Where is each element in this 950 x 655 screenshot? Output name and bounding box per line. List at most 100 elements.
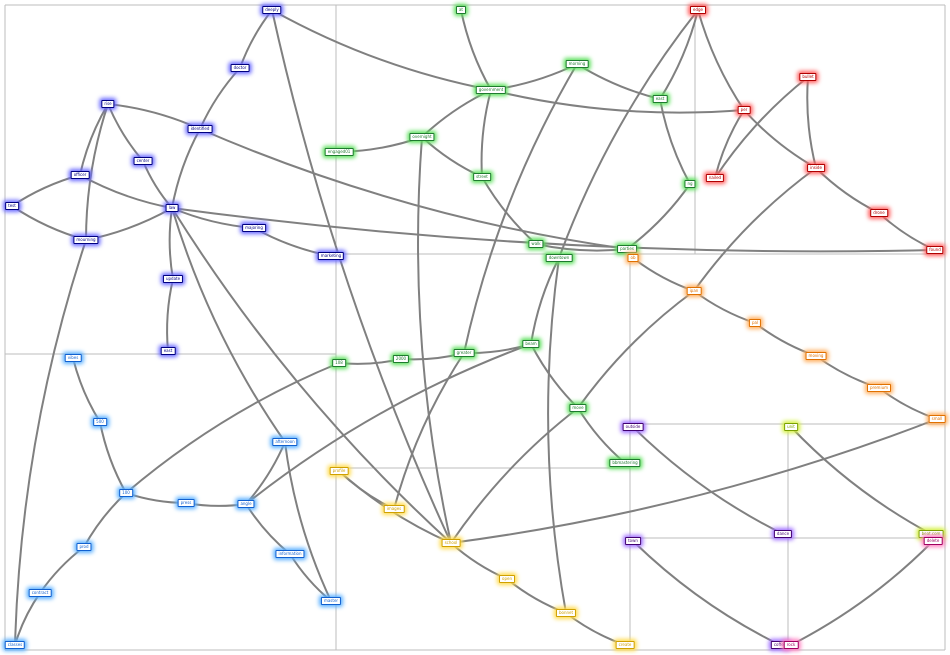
node-afternoon[interactable]: afternoon — [272, 438, 298, 446]
edge-at-government — [460, 9, 492, 91]
node-overnight[interactable]: overnight — [409, 133, 435, 141]
edge-officer-law — [79, 174, 173, 209]
edge-drone-found — [878, 212, 936, 251]
edge-open-bonnet — [506, 578, 567, 614]
node-school[interactable]: school — [441, 539, 461, 547]
edge-east2-edge — [659, 9, 699, 100]
edge-beam-angle — [245, 343, 532, 505]
node-n500[interactable]: 500 — [93, 418, 107, 426]
edge-greater-images — [393, 352, 465, 510]
edge-vibes-n500 — [72, 357, 101, 423]
node-test[interactable]: test — [5, 202, 19, 210]
node-per[interactable]: per — [737, 106, 751, 114]
edge-unit-beat — [790, 426, 932, 535]
node-press[interactable]: press — [177, 499, 195, 507]
edge-parties-ng — [626, 183, 691, 250]
node-marketing[interactable]: marketing — [317, 252, 345, 260]
node-prod[interactable]: prod — [76, 543, 92, 551]
node-center[interactable]: center — [133, 157, 153, 165]
node-dance[interactable]: dance — [773, 530, 793, 538]
node-bbmastering[interactable]: bbmastering — [609, 459, 641, 467]
node-bonnet[interactable]: bonnet — [555, 609, 577, 617]
node-unit[interactable]: unit — [784, 423, 798, 431]
node-majoring[interactable]: majoring — [242, 224, 266, 232]
node-law[interactable]: law — [165, 204, 179, 212]
edge-government-overnight — [421, 89, 492, 138]
diagram-frame — [4, 4, 946, 651]
node-vibes[interactable]: vibes — [64, 354, 82, 362]
node-at[interactable]: at — [455, 6, 467, 14]
edge-law-school — [171, 207, 452, 544]
node-beam[interactable]: beam — [522, 340, 540, 348]
node-doctor[interactable]: doctor — [230, 64, 250, 72]
node-information[interactable]: information — [275, 550, 305, 558]
edge-morning-east2 — [576, 63, 661, 100]
node-east[interactable]: east — [160, 347, 176, 355]
edge-move-school — [450, 407, 579, 544]
edge-town-coffee — [632, 540, 781, 646]
node-morning[interactable]: morning — [565, 60, 589, 68]
node-parties[interactable]: parties — [617, 245, 637, 253]
node-government[interactable]: government — [475, 86, 507, 94]
node-inside[interactable]: inside — [807, 164, 825, 172]
node-deeply[interactable]: deeply — [262, 6, 282, 14]
node-bullet[interactable]: bullet — [799, 73, 817, 81]
node-premium[interactable]: premium — [867, 384, 891, 392]
node-downtown[interactable]: downtown — [545, 254, 573, 262]
node-rise[interactable]: rise — [101, 100, 115, 108]
edge-downtown-bonnet — [547, 257, 567, 614]
edge-rise-center — [107, 103, 144, 162]
node-ob[interactable]: ob — [627, 254, 639, 262]
node-master[interactable]: master — [320, 597, 342, 605]
edge-angle-information — [245, 503, 291, 555]
node-classes[interactable]: classes — [4, 641, 26, 649]
node-pal[interactable]: pal — [748, 319, 762, 327]
node-east2[interactable]: east — [652, 95, 668, 103]
node-engaged[interactable]: engaged01 — [324, 148, 354, 156]
node-n2000[interactable]: 2000 — [392, 355, 410, 363]
edge-east2-ng — [659, 98, 691, 185]
edge-edge-downtown — [558, 9, 699, 259]
node-ipan[interactable]: ipan — [686, 287, 702, 295]
node-rock[interactable]: rock — [783, 641, 799, 649]
edge-bullet-inside — [806, 76, 817, 169]
edge-profile-images — [338, 470, 395, 510]
node-town[interactable]: town — [625, 537, 641, 545]
node-outside[interactable]: outside — [622, 423, 644, 431]
node-street[interactable]: street — [473, 173, 491, 181]
edge-identified-law — [171, 128, 201, 209]
edge-overnight-school — [417, 136, 452, 544]
node-found[interactable]: found — [926, 246, 944, 254]
edge-mourning-classes — [14, 239, 87, 646]
node-contract[interactable]: contract — [28, 589, 52, 597]
edge-doctor-identified — [199, 67, 241, 130]
node-greater[interactable]: greater — [453, 349, 475, 357]
node-officer[interactable]: officer — [70, 171, 90, 179]
node-small[interactable]: small — [928, 415, 946, 423]
node-profile[interactable]: profile — [329, 467, 349, 475]
node-images[interactable]: images — [383, 505, 405, 513]
node-delete[interactable]: delete — [923, 537, 943, 545]
node-moving[interactable]: moving — [805, 352, 827, 360]
node-mourning[interactable]: mourning — [73, 236, 99, 244]
node-update[interactable]: update — [162, 275, 184, 283]
edge-n500-n100 — [99, 421, 127, 494]
node-edge[interactable]: edge — [690, 6, 706, 14]
edge-ipan-pal — [693, 290, 756, 324]
node-identified[interactable]: identified — [187, 125, 213, 133]
node-drone[interactable]: drone — [870, 209, 888, 217]
node-walk[interactable]: walk — [528, 240, 544, 248]
node-n100[interactable]: 100 — [119, 489, 133, 497]
edge-per-inside — [743, 109, 817, 169]
node-n108[interactable]: 108 — [332, 359, 346, 367]
node-ng[interactable]: ng — [684, 180, 696, 188]
node-nailed[interactable]: nailed — [705, 174, 725, 182]
edge-n108-n100 — [125, 362, 340, 494]
node-move[interactable]: move — [569, 404, 587, 412]
node-angle[interactable]: angle — [237, 500, 255, 508]
node-open[interactable]: open — [499, 575, 515, 583]
edge-n108-n2000 — [338, 358, 402, 365]
node-create[interactable]: create — [615, 641, 635, 649]
edge-government-per — [490, 89, 745, 114]
